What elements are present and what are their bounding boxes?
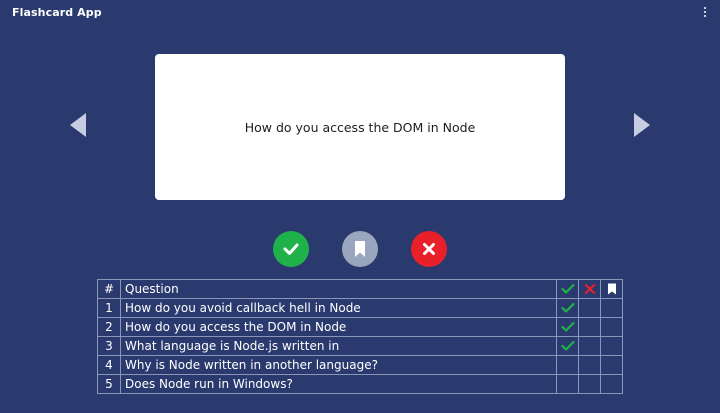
row-question[interactable]: Does Node run in Windows? [120,374,557,394]
row-wrong-cell [578,336,601,356]
check-icon [560,283,575,294]
mark-correct-button[interactable] [273,231,309,267]
row-number: 5 [97,374,121,394]
row-wrong-cell [578,355,601,375]
close-icon [423,243,435,255]
header-wrong [578,279,601,299]
row-number: 4 [97,355,121,375]
mark-wrong-button[interactable] [411,231,447,267]
flashcard[interactable]: How do you access the DOM in Node [155,54,565,200]
check-icon [560,340,575,351]
flashcard-question: How do you access the DOM in Node [244,119,476,135]
row-question[interactable]: How do you access the DOM in Node [120,317,557,337]
row-correct-cell [556,355,579,375]
row-wrong-cell [578,317,601,337]
row-bookmark-cell [600,374,623,394]
row-wrong-cell [578,298,601,318]
row-bookmark-cell [600,298,623,318]
close-icon [584,283,595,295]
row-wrong-cell [578,374,601,394]
header-question: Question [120,279,557,299]
row-correct-cell [556,317,579,337]
row-bookmark-cell [600,317,623,337]
row-correct-cell [556,374,579,394]
header-correct [556,279,579,299]
table-header-row: # Question [97,279,623,299]
row-question[interactable]: How do you avoid callback hell in Node [120,298,557,318]
check-icon [283,243,299,255]
header-bookmark [600,279,623,299]
chevron-right-icon[interactable] [633,112,651,138]
row-question[interactable]: What language is Node.js written in [120,336,557,356]
row-number: 3 [97,336,121,356]
row-question[interactable]: Why is Node written in another language? [120,355,557,375]
bookmark-icon [355,241,365,257]
row-correct-cell [556,298,579,318]
row-number: 2 [97,317,121,337]
check-icon [560,302,575,313]
chevron-left-icon[interactable] [69,112,87,138]
app-title: Flashcard App [12,6,102,19]
header-num: # [97,279,121,299]
check-icon [560,321,575,332]
bookmark-icon [607,283,616,295]
row-bookmark-cell [600,355,623,375]
row-correct-cell [556,336,579,356]
row-bookmark-cell [600,336,623,356]
bookmark-button[interactable] [342,231,378,267]
kebab-menu-icon[interactable] [700,4,710,20]
row-number: 1 [97,298,121,318]
